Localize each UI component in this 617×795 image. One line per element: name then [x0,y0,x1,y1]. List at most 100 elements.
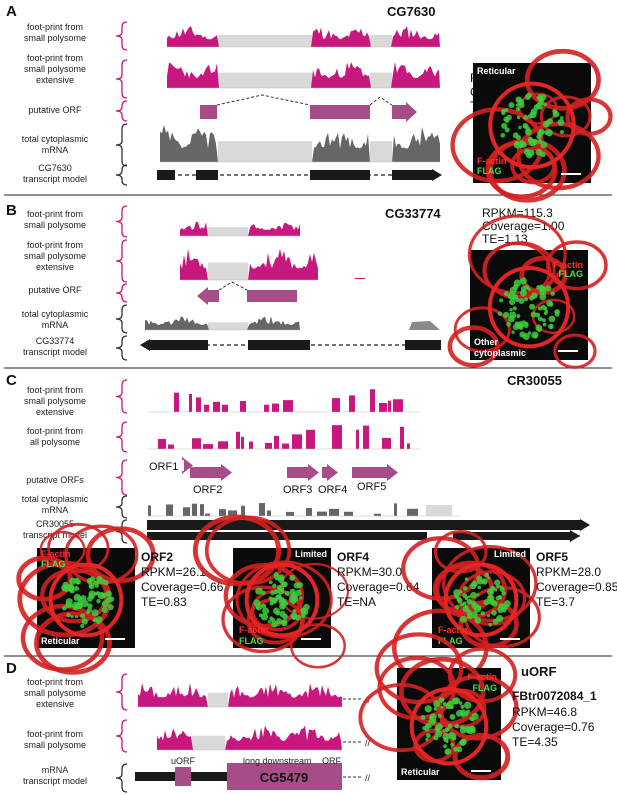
track-label: mRNA [42,145,69,155]
flag-signal [267,620,271,624]
flag-signal [293,582,300,589]
flag-signal [438,697,444,703]
flag-signal [487,614,491,618]
flag-signal [63,585,71,592]
footprint-block [283,400,293,412]
flag-signal [543,311,548,316]
cell-outline [487,266,571,349]
flag-signal [498,594,503,600]
flag-signal [69,577,77,585]
flag-signal [291,592,297,598]
footprint-block [382,437,391,449]
flag-signal [75,577,79,581]
flag-signal [420,714,426,720]
micrograph-label: FLAG [473,683,498,693]
flag-signal [508,102,515,109]
flag-signal [476,593,480,597]
flag-signal [107,604,114,611]
flag-signal [530,311,537,318]
flag-signal [96,598,101,604]
model-label: uORF [171,756,196,766]
flag-signal [545,129,553,137]
flag-signal [539,287,543,291]
flag-signal [462,586,468,591]
flag-signal [437,713,442,718]
intron-gap [370,34,392,47]
orf-label: ORF2 [193,484,222,496]
footprint-block [363,425,369,449]
flag-signal [459,615,467,623]
break-mark: // [365,773,371,783]
flag-signal [511,330,515,334]
mrna-block [317,511,327,516]
actin-ring [553,333,597,369]
mrna-track [145,316,300,330]
exon [453,532,570,540]
uorf-block [175,767,191,786]
flag-signal [466,598,473,605]
flag-signal [457,597,463,604]
micrograph-label: FLAG [239,636,264,646]
flag-signal [445,739,449,744]
track-bracket [115,495,128,519]
cell-outline [48,562,124,638]
flag-signal [61,605,67,611]
footprint-block [264,404,269,412]
footprint-block [282,443,289,449]
flag-signal [81,599,89,608]
track-label: foot-print from [27,53,83,63]
flag-signal [529,295,534,301]
orf-arrow [197,287,219,305]
flag-signal [520,289,527,297]
model-label: long downstream [243,756,312,766]
track-label: small polysome [24,64,86,74]
flag-signal [518,298,525,304]
flag-signal [548,323,554,330]
flag-signal [487,576,491,580]
flag-signal [509,298,516,306]
track-label: CR30055 [36,519,74,529]
flag-signal [466,613,473,620]
mrna-track [409,321,440,330]
track-bracket [115,123,128,167]
splice-link [369,96,393,106]
gene-label: CG5479 [260,770,308,785]
intron-gap [208,262,248,280]
flag-signal [292,609,297,613]
flag-signal [431,720,436,725]
cell-outline [409,686,489,766]
track-label: small polysome [24,688,86,698]
flag-signal [429,713,437,721]
flag-signal [425,733,431,739]
model-label: ORF [322,756,342,766]
actin-ring [467,214,567,295]
micrograph-label: Limited [494,549,526,559]
track-label: all polysome [30,437,80,447]
track-label: mRNA [42,765,69,775]
flag-signal [292,616,296,620]
orf-exon [247,290,297,302]
flag-signal [484,572,489,578]
footprint-block [306,429,315,449]
track-bracket [115,100,128,122]
track-label: small polysome [24,251,86,261]
actin-ring [539,95,592,138]
flag-signal [101,606,108,614]
flag-signal [511,293,519,300]
actin-ring [221,585,306,654]
flag-signal [516,314,521,318]
flag-signal [261,590,266,595]
flag-signal [91,609,99,617]
actin-ring [16,555,73,602]
track-label: total cytoplasmic [22,494,89,504]
micrograph-label: Reticular [477,66,516,76]
flag-signal [279,610,286,618]
flag-signal [458,701,463,705]
flag-signal [96,620,101,625]
track-bracket [115,59,128,99]
mrna-block [192,503,197,516]
flag-signal [278,574,285,581]
footprint-block [370,389,375,412]
